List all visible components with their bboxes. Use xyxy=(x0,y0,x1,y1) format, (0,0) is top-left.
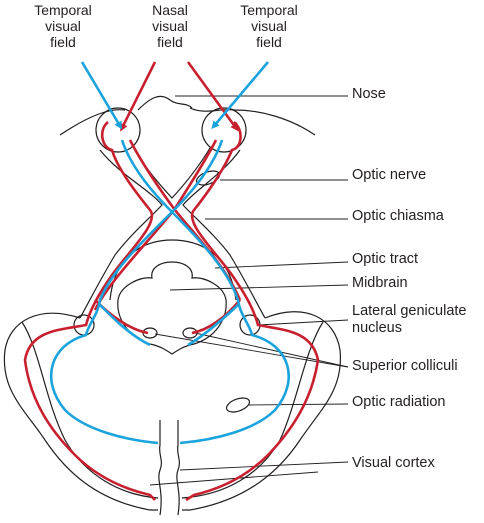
red-field-ray-right xyxy=(186,61,239,132)
red-right-temporal-path xyxy=(185,120,320,502)
midline-fissure xyxy=(158,420,181,516)
right-nerve-outline xyxy=(182,149,266,319)
label-lgn-line1: Lateral geniculate xyxy=(352,303,467,319)
red-pathway xyxy=(23,61,320,502)
label-superior-colliculi: Superior colliculi xyxy=(352,358,458,374)
left-inner-cortex-outline xyxy=(21,321,159,499)
label-lgn-line2: nucleus xyxy=(352,320,402,336)
label-visual-cortex: Visual cortex xyxy=(352,455,435,471)
blue-left-path xyxy=(120,139,291,445)
left-eye xyxy=(95,107,141,153)
optic-radiation-marker xyxy=(225,397,251,413)
outline-strokes xyxy=(3,95,342,516)
label-optic-radiation: Optic radiation xyxy=(352,394,446,410)
right-eye xyxy=(201,107,247,153)
leader-lines xyxy=(149,95,349,486)
label-midbrain: Midbrain xyxy=(352,275,408,291)
red-field-ray-left xyxy=(120,61,157,132)
red-left-temporal-path xyxy=(23,120,156,501)
left-nerve-outline xyxy=(79,149,163,319)
brainstem-outline xyxy=(109,239,237,301)
blue-colliculus-branch xyxy=(99,304,239,347)
blue-right-path xyxy=(49,139,224,445)
left-hemisphere-outline xyxy=(3,312,158,511)
nose-outline xyxy=(59,95,316,136)
label-nose: Nose xyxy=(352,86,386,102)
blue-pathway xyxy=(49,61,291,445)
red-crossing-path xyxy=(93,139,242,311)
label-lgn: Lateral geniculate nucleus xyxy=(352,303,466,337)
label-optic-nerve: Optic nerve xyxy=(352,167,427,183)
blue-field-ray-right xyxy=(211,61,269,130)
midbrain-outline xyxy=(117,261,227,355)
label-optic-chiasma: Optic chiasma xyxy=(352,208,444,224)
blue-field-ray-left xyxy=(80,61,123,130)
label-optic-tract: Optic tract xyxy=(352,251,419,267)
right-hemisphere-outline xyxy=(182,311,342,511)
